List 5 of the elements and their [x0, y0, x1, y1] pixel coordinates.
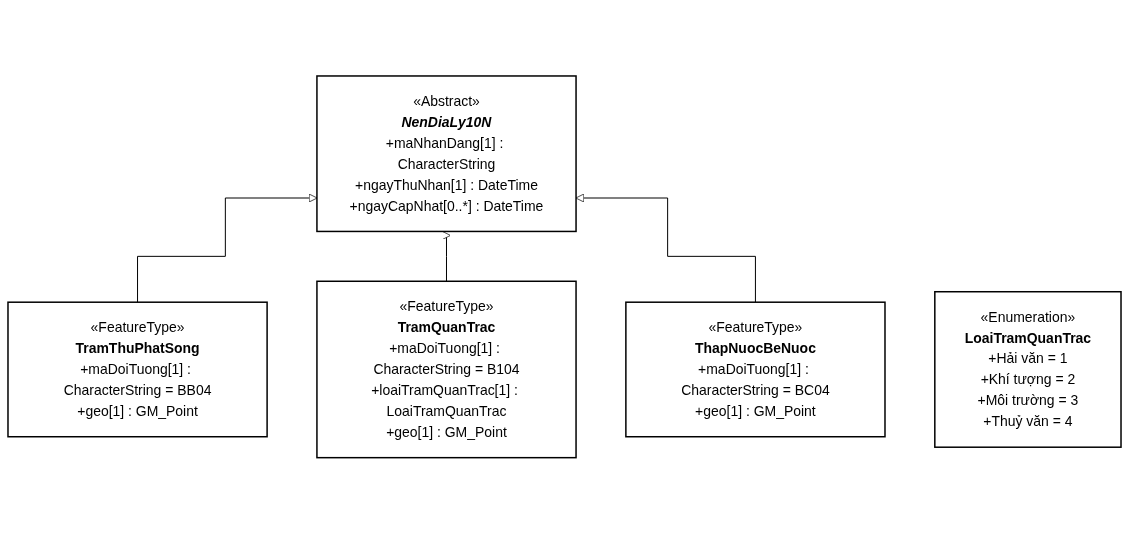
- node-box: «FeatureType» TramThuPhatSong +maDoiTuong[1] : CharacterString = BB04 +geo[1] : GM_Point: [7, 301, 268, 438]
- node-box: «FeatureType» ThapNuocBeNuoc +maDoiTuong[1] : CharacterString = BC04 +geo[1] : GM_Point: [625, 301, 886, 438]
- node-box: «Enumeration» LoaiTramQuanTrac +Hải văn = 1 +Khí tượng = 2 +Môi trường = 3 +Thuỷ văn = 4: [934, 290, 1122, 448]
- node-box: «Abstract» NenDiaLy10N +maNhanDang[1] : CharacterString +ngayThuNhan[1] : DateTime +ngayCapNhat[0..*] : DateTime: [316, 74, 577, 232]
- node-box: «FeatureType» TramQuanTrac +maDoiTuong[1] : CharacterString = B104 +loaiTramQuanTrac[1] : LoaiTramQuanTrac +geo[1] : GM_Point: [316, 280, 577, 459]
